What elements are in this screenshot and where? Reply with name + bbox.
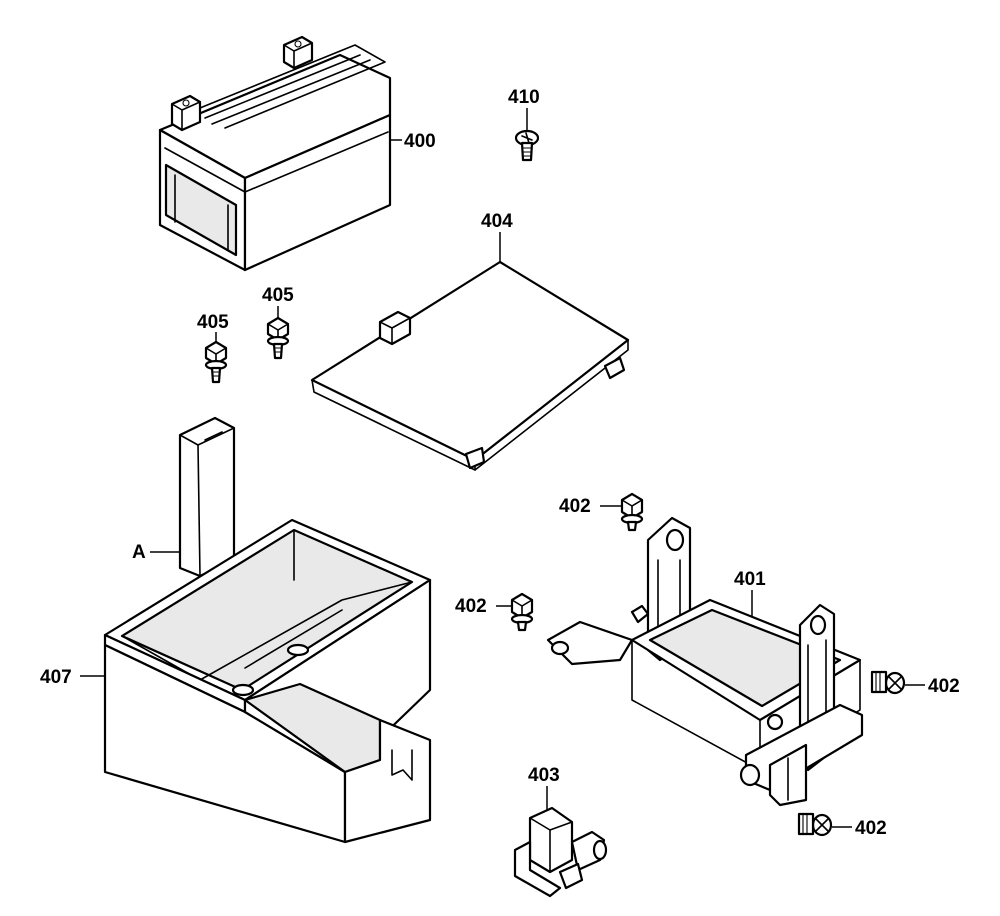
label-400: 400	[404, 131, 436, 152]
battery-case-part	[546, 516, 864, 807]
tray-part	[80, 416, 432, 844]
label-401: 401	[734, 569, 766, 590]
label-405-right: 405	[262, 285, 294, 306]
bolt-top-part	[600, 492, 644, 532]
label-402-top: 402	[559, 496, 591, 517]
label-403: 403	[528, 765, 560, 786]
label-407: 407	[40, 667, 72, 688]
battery-part	[158, 35, 402, 272]
battery-cover-part	[310, 232, 630, 471]
screw-right-part	[266, 306, 290, 360]
battery-terminal-left	[170, 94, 202, 132]
label-402-left: 402	[455, 596, 487, 617]
label-a: A	[132, 542, 146, 563]
battery-terminal-right	[282, 35, 314, 70]
connector-part	[513, 786, 608, 898]
label-410: 410	[508, 87, 540, 108]
label-405-left: 405	[197, 312, 229, 333]
screw-left-part	[204, 332, 228, 384]
bolt-right-part	[870, 670, 925, 695]
label-402-right: 402	[928, 676, 960, 697]
bolt-left-part	[496, 592, 534, 632]
label-404: 404	[481, 211, 513, 232]
cover-screw-part	[514, 108, 540, 162]
bolt-bottom-part	[797, 812, 852, 837]
label-402-bottom: 402	[855, 818, 887, 839]
